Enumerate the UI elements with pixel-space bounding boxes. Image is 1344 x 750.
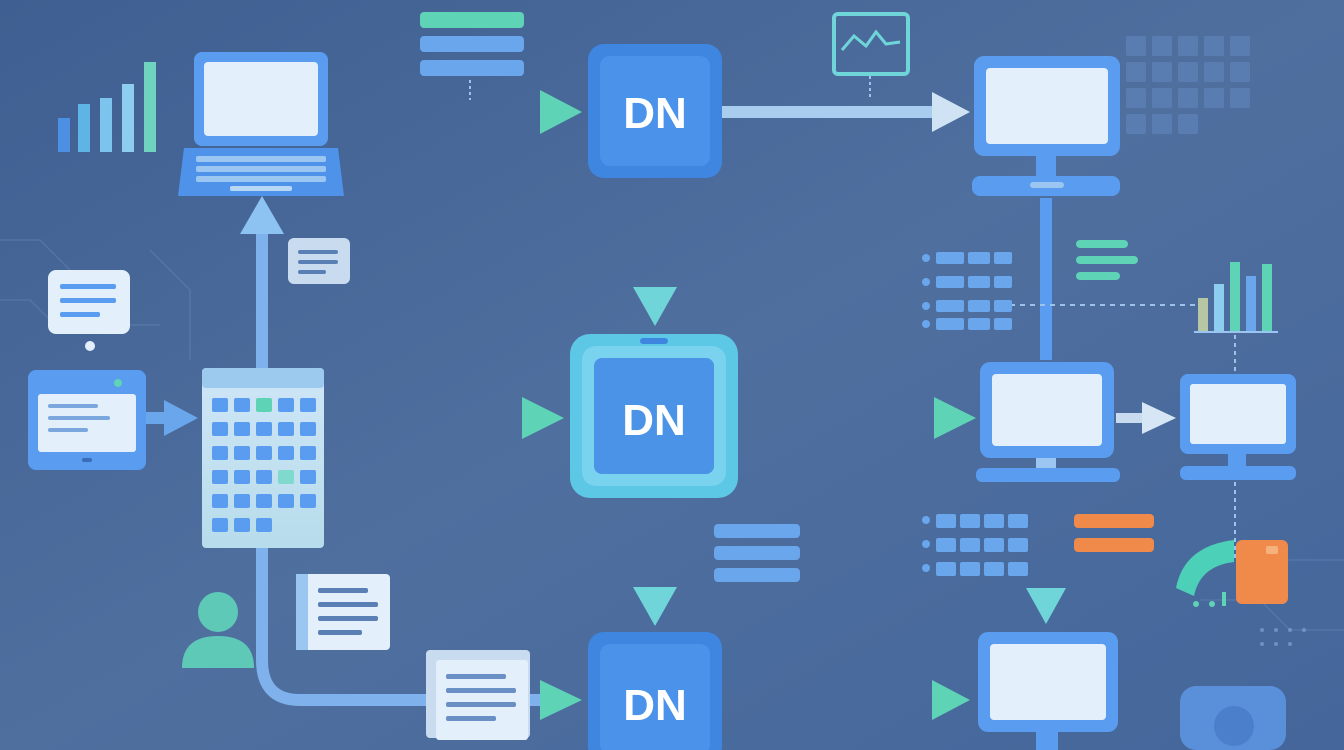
laptop-icon xyxy=(178,52,344,196)
bar-chart-icon xyxy=(58,62,156,152)
monitor-icon-bottom xyxy=(978,632,1118,750)
grid-icon-top-right xyxy=(1126,36,1250,134)
dot-pattern xyxy=(1260,628,1306,646)
monitor-icon-right xyxy=(1180,374,1296,480)
arrowhead xyxy=(932,92,970,132)
arrowhead xyxy=(164,400,198,436)
document-icon xyxy=(296,574,390,650)
dn-node-top-label: DN xyxy=(623,89,687,138)
dn-node-top[interactable]: DN xyxy=(588,44,722,178)
arrowhead xyxy=(633,587,677,626)
arrowhead xyxy=(1142,402,1176,434)
dn-node-center[interactable]: DN xyxy=(570,334,738,498)
arrowhead xyxy=(633,287,677,326)
dn-node-bottom[interactable]: DN xyxy=(588,632,722,750)
arrowhead xyxy=(522,397,564,439)
arrowhead xyxy=(934,397,976,439)
grid-list-icon xyxy=(922,252,1012,330)
dn-node-bottom-label: DN xyxy=(623,681,687,730)
folder-icon xyxy=(426,650,530,740)
dn-node-center-label: DN xyxy=(622,396,686,445)
list-icon-teal xyxy=(1076,240,1138,280)
arrowhead xyxy=(932,680,970,720)
note-icon xyxy=(288,238,350,284)
connection-arrows xyxy=(146,76,1236,720)
gauge-icon xyxy=(1176,540,1288,607)
arrow-curve-to-bottom-dn xyxy=(256,548,548,706)
tablet-icon xyxy=(28,370,146,470)
list-icon-center xyxy=(714,524,800,582)
monitor-icon-top xyxy=(972,56,1120,196)
arrowhead xyxy=(1026,588,1066,624)
arrowhead xyxy=(240,196,284,234)
arrowhead xyxy=(540,680,582,720)
user-icon xyxy=(182,592,254,668)
monitor-icon-middle xyxy=(976,362,1120,482)
device-icon-bottom-right xyxy=(1180,686,1286,750)
grid-list-icon-lower xyxy=(922,514,1028,576)
list-icon xyxy=(420,12,524,76)
line-chart-icon xyxy=(832,12,910,76)
bar-chart-icon-right xyxy=(1194,262,1278,333)
chat-bubble-icon xyxy=(48,270,130,351)
orange-list-icon xyxy=(1074,514,1154,552)
arrowhead xyxy=(540,90,582,134)
calendar-icon xyxy=(202,368,324,548)
